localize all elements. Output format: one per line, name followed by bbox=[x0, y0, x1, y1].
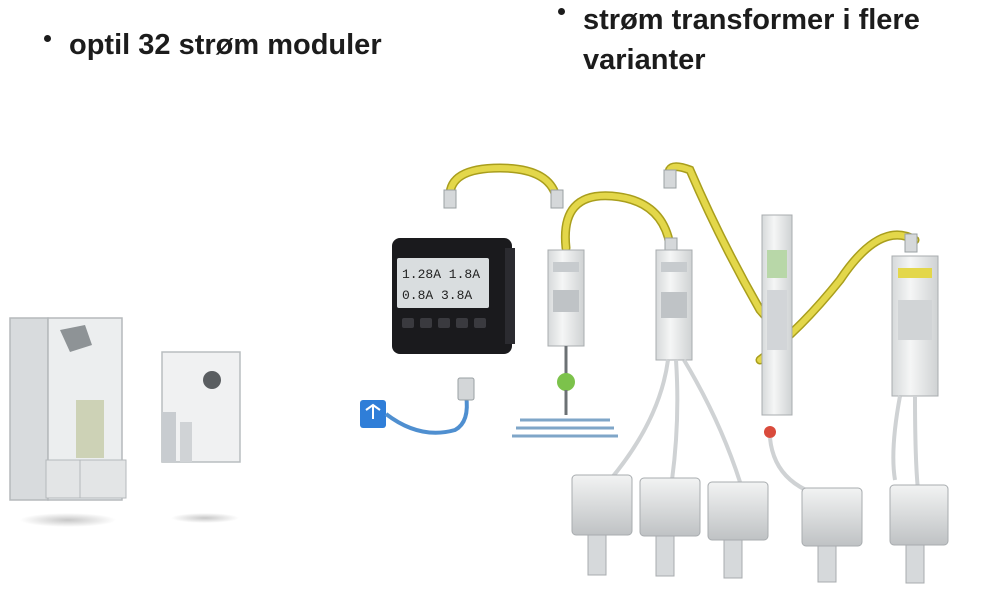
large-current-transformer bbox=[9, 317, 127, 527]
bullet-text: optil 32 strøm moduler bbox=[69, 29, 382, 61]
display-row-2: 0.8A 3.8A bbox=[402, 288, 472, 303]
transformer-4 bbox=[801, 487, 863, 583]
bullet-dot-icon bbox=[558, 8, 565, 15]
transformer-1 bbox=[571, 474, 633, 576]
bullet-text: strøm transformer i flere varianter bbox=[583, 4, 920, 76]
module-2 bbox=[608, 249, 742, 483]
display-row-1: 1.28A 1.8A bbox=[402, 267, 480, 282]
transformer-5 bbox=[889, 484, 949, 584]
module-4 bbox=[891, 255, 939, 491]
module-3 bbox=[761, 214, 841, 502]
transformer-row bbox=[571, 474, 949, 584]
transformer-2 bbox=[639, 477, 701, 577]
usb-connector bbox=[360, 377, 475, 435]
small-current-transformer bbox=[161, 351, 241, 523]
bullet-dot-icon bbox=[44, 35, 51, 42]
bullet-current-transformers: strøm transformer i flere varianter bbox=[558, 0, 998, 80]
bullet-current-modules: optil 32 strøm moduler bbox=[44, 28, 382, 62]
display-unit: 1.28A 1.8A 0.8A 3.8A bbox=[392, 238, 515, 354]
transformer-3 bbox=[707, 481, 769, 579]
module-1 bbox=[512, 249, 618, 438]
